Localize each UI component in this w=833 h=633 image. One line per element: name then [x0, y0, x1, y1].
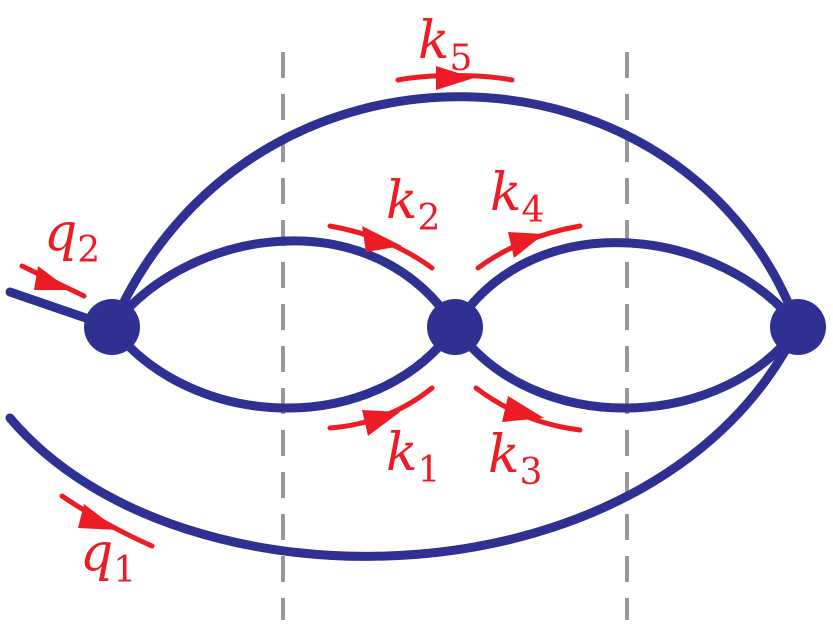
external-leg-q1: [5, 322, 803, 561]
momentum-labels: k5 k2 k4 k1 k3 q2 q1: [44, 11, 544, 591]
label-q1: q1: [80, 523, 136, 591]
propagator-k4: [450, 238, 803, 332]
momentum-arrows: [19, 66, 583, 549]
label-q2: q2: [44, 203, 100, 271]
arrow-k5: [395, 66, 515, 90]
label-k5: k5: [418, 11, 472, 79]
propagator-k5: [107, 92, 803, 332]
vertices: [84, 299, 826, 355]
cut-lines: [281, 52, 629, 620]
arrow-q1: [59, 493, 155, 549]
vertex-middle: [427, 299, 483, 355]
propagator-k3: [450, 322, 803, 413]
label-k2: k2: [386, 171, 440, 239]
propagators: [5, 92, 803, 561]
label-k1: k1: [386, 423, 440, 491]
label-k3: k3: [488, 425, 542, 493]
vertex-right: [770, 299, 826, 355]
arrow-k3: [473, 385, 583, 433]
arrow-k4: [475, 223, 583, 271]
label-k4: k4: [490, 163, 544, 231]
arrow-q2: [19, 263, 87, 299]
propagator-k1: [107, 322, 460, 413]
propagator-k2: [107, 236, 460, 332]
vertex-left: [84, 299, 140, 355]
arrow-k2: [327, 223, 435, 271]
arrow-k1: [327, 385, 435, 436]
